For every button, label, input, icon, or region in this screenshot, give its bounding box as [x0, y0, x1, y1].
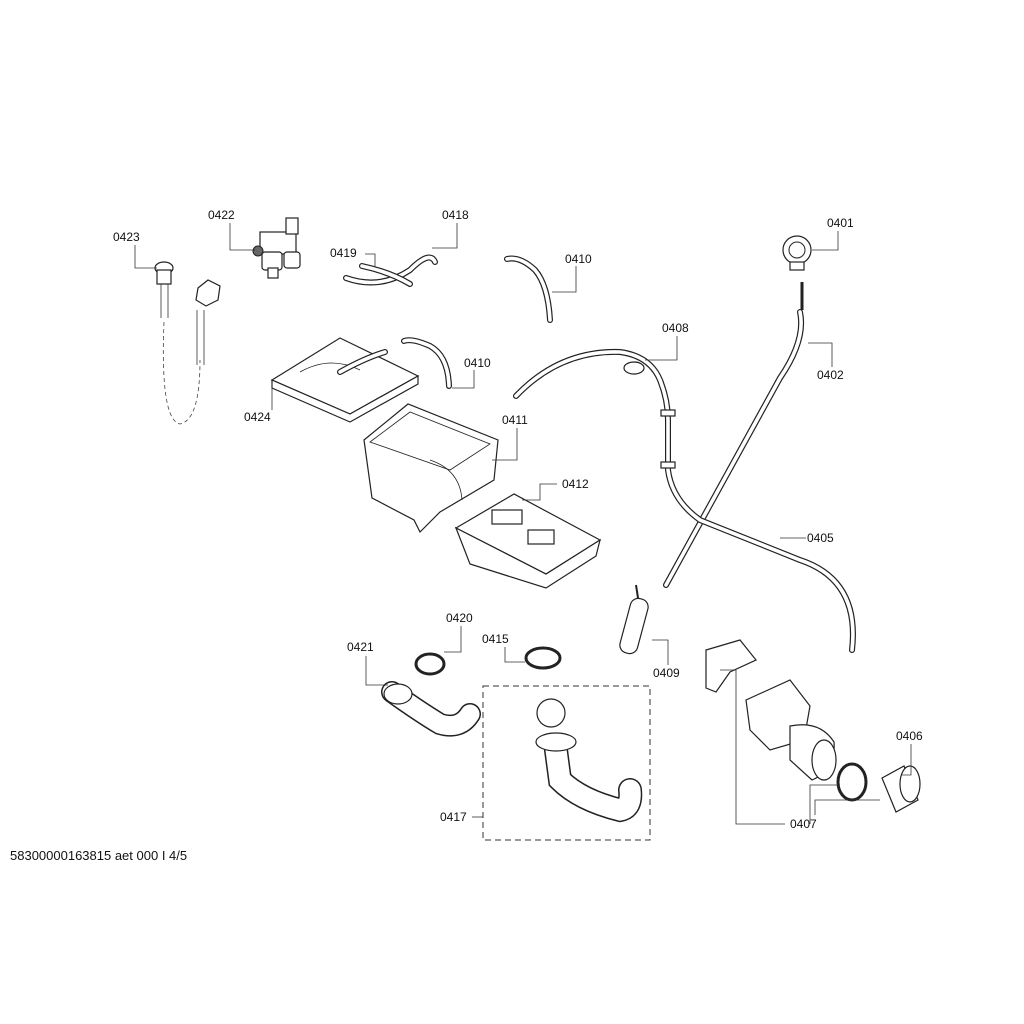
callout-0423: 0423 [113, 230, 140, 244]
callout-0408: 0408 [662, 321, 689, 335]
part-0420-ring[interactable] [414, 652, 446, 676]
document-id-footer: 58300000163815 aet 000 I 4/5 [10, 848, 188, 863]
callout-0405: 0405 [807, 531, 834, 545]
part-0410-hose-lower[interactable] [401, 337, 452, 389]
callout-0417: 0417 [440, 810, 467, 824]
callout-0410-upper: 0410 [565, 252, 592, 266]
callout-0407: 0407 [790, 817, 817, 831]
part-0409-sensor[interactable] [618, 584, 650, 655]
part-0415-ring[interactable] [524, 646, 562, 670]
callout-0406: 0406 [896, 729, 923, 743]
callout-0409: 0409 [653, 666, 680, 680]
callout-0422: 0422 [208, 208, 235, 222]
part-0408-0405-hose[interactable] [513, 348, 856, 653]
part-0417-sump-assembly[interactable] [535, 698, 643, 823]
callout-0419: 0419 [330, 246, 357, 260]
part-0411-dispenser-housing[interactable] [363, 403, 499, 534]
part-0410-hose-upper[interactable] [504, 255, 553, 323]
callout-0412: 0412 [562, 477, 589, 491]
part-0407-drain-pump[interactable] [705, 639, 837, 781]
callout-0402: 0402 [817, 368, 844, 382]
part-0423-inlet-hose[interactable] [154, 261, 221, 425]
callout-0410-lower: 0410 [464, 356, 491, 370]
part-0412-detergent-drawer[interactable] [454, 493, 602, 589]
part-0424-dispenser-lid[interactable] [270, 337, 420, 423]
part-0401-pressure-switch[interactable] [782, 235, 812, 271]
leader-lines [134, 223, 912, 825]
callout-0420: 0420 [446, 611, 473, 625]
callout-0421: 0421 [347, 640, 374, 654]
assembly-0417-boundary [482, 685, 651, 841]
part-0422-solenoid-valve[interactable] [252, 217, 301, 279]
part-0418-0419-hoses[interactable] [343, 254, 438, 287]
part-0421-sump-hose[interactable] [381, 681, 481, 737]
callout-0401: 0401 [827, 216, 854, 230]
callout-0415: 0415 [482, 632, 509, 646]
callout-0424: 0424 [244, 410, 271, 424]
callout-0411: 0411 [502, 413, 528, 427]
part-0406-gasket[interactable] [836, 762, 868, 802]
part-0402-pressure-tube[interactable] [663, 282, 805, 588]
callout-0418: 0418 [442, 208, 469, 222]
part-0406-filter[interactable] [881, 765, 921, 813]
